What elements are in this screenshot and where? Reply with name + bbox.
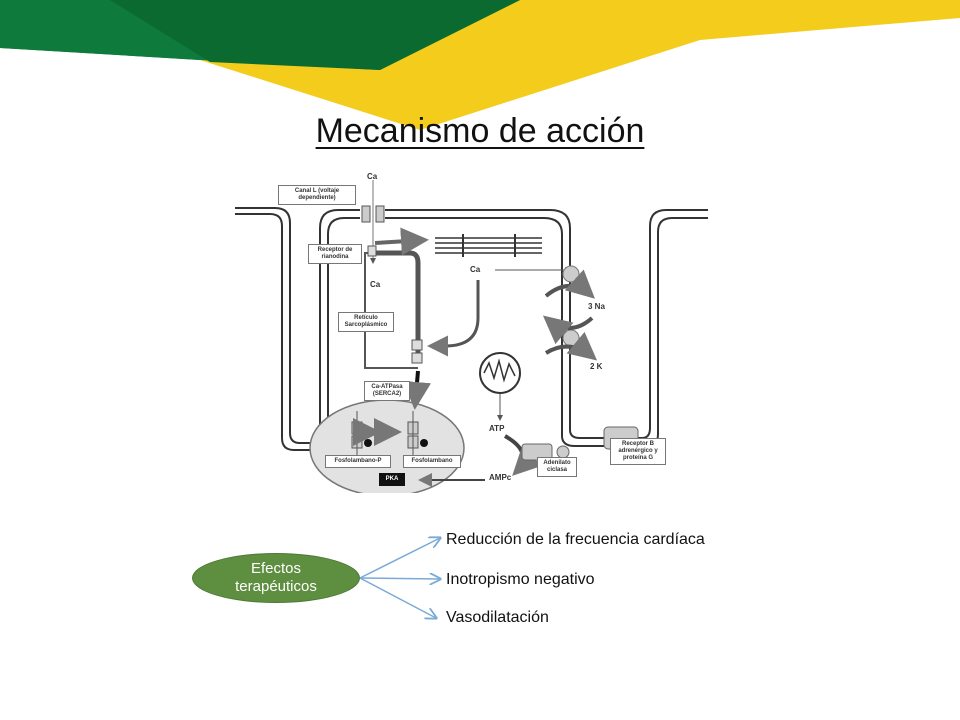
mitochondrion-cristae (483, 358, 516, 383)
pln-p-phosphate (364, 439, 372, 447)
atp-to-ampc-arrow (503, 434, 542, 476)
ion-ca-top: Ca (367, 172, 378, 181)
effects-ellipse: Efectos terapéuticos (192, 553, 360, 603)
ion-ampc: AMPc (489, 473, 512, 482)
ion-atp: ATP (489, 424, 505, 433)
ca-release-arrow (374, 227, 429, 256)
label-adenilato: Adenilato ciclasa (537, 457, 577, 477)
na-arrow-out (544, 269, 595, 299)
label-canal-l: Canal L (voltaje dependiente) (278, 185, 356, 205)
arrow-to-effect-3 (359, 577, 436, 618)
effects-label-2: terapéuticos (235, 578, 317, 595)
label-receptor-b: Receptor B adrenérgico y proteína G (610, 438, 666, 465)
effect-item-3: Vasodilatación (446, 609, 549, 626)
effects-arrows (359, 520, 960, 640)
mechanism-diagram: Canal L (voltaje dependiente) Receptor d… (230, 168, 710, 497)
label-pka: PKA (379, 473, 405, 486)
label-ca-atpasa: Ca-ATPasa (SERCA2) (364, 381, 410, 401)
na-exchanger (562, 265, 580, 283)
na-arrow-in (542, 315, 594, 345)
effects-label-1: Efectos (250, 560, 302, 577)
effect-item-1: Reducción de la frecuencia cardíaca (446, 531, 705, 548)
arrow-to-effect-2 (359, 578, 440, 579)
diagram-drawing (235, 180, 708, 497)
label-reticulo: Retículo Sarcoplásmico (338, 312, 394, 332)
na-k-pump (562, 329, 580, 347)
reticulum-body (364, 252, 418, 369)
reticulum-top (370, 250, 421, 358)
label-receptor-rianodina: Receptor de rianodina (308, 244, 362, 264)
header-banner (0, 0, 960, 130)
slide-title: Mecanismo de acción (315, 112, 645, 150)
l-channel-left (361, 205, 371, 223)
ion-na: 3 Na (588, 302, 605, 311)
myofilaments (435, 234, 542, 257)
k-arrow (544, 331, 598, 361)
serca-arrow (403, 370, 431, 410)
banner-dark-green-band (110, 0, 520, 70)
ion-k: 2 K (590, 362, 603, 371)
ca-reuptake-arrow (427, 280, 480, 357)
label-fosfolambano: Fosfolambano (403, 455, 461, 468)
ion-ca-right: Ca (470, 265, 481, 274)
ryanodine-receptor (367, 245, 377, 257)
serca-pump-2 (411, 352, 423, 364)
pln-phosphate (420, 439, 428, 447)
mitochondrion (479, 352, 521, 394)
label-fosfolambano-p: Fosfolambano-P (325, 455, 391, 468)
l-channel-right (375, 205, 385, 223)
serca-pump-1 (411, 339, 423, 351)
cell-membrane (235, 207, 708, 451)
arrow-to-effect-1 (359, 538, 440, 579)
ion-ca-mid: Ca (370, 280, 381, 289)
effect-item-2: Inotropismo negativo (446, 571, 595, 588)
